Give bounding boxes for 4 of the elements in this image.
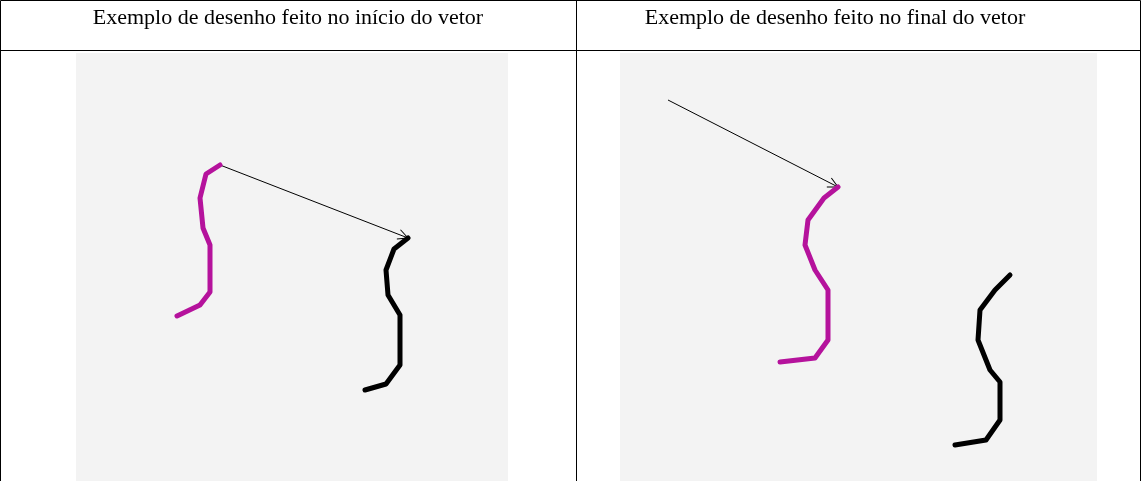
column-header: Exemplo de desenho feito no início do vetor <box>91 4 485 30</box>
arrow <box>667 99 839 188</box>
arrow <box>219 164 409 240</box>
column-header: Exemplo de desenho feito no final do vetor <box>643 4 1027 30</box>
